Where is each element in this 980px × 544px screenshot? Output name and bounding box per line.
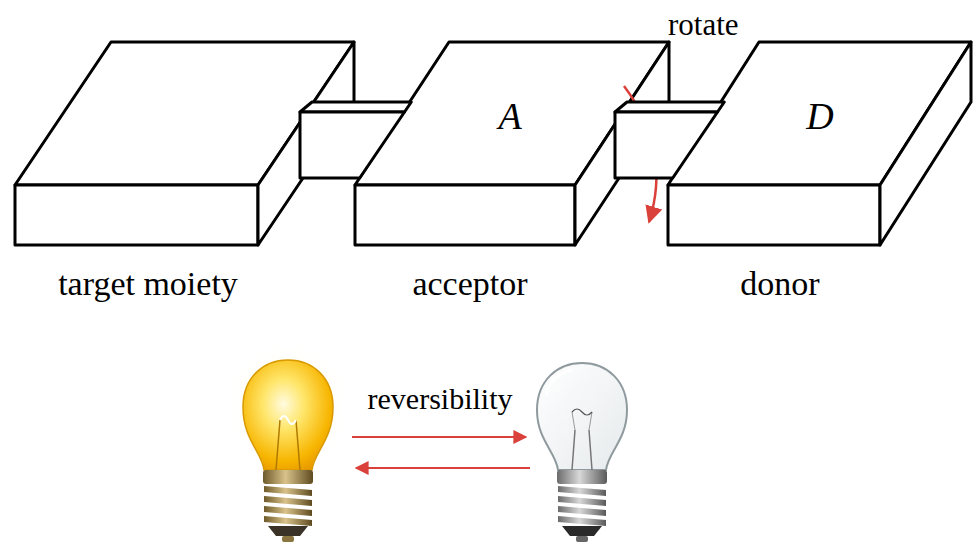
slab-outline bbox=[15, 40, 355, 250]
acceptor-slab: Aacceptor bbox=[355, 40, 670, 315]
rotate-label: rotate bbox=[668, 8, 739, 42]
donor-slab: Ddonor bbox=[668, 40, 972, 315]
slab-letter: A bbox=[498, 96, 521, 138]
target-slab: target moiety bbox=[15, 40, 355, 315]
slab-name: acceptor bbox=[412, 265, 527, 302]
slab-letter: D bbox=[806, 96, 833, 138]
unlit-bulb bbox=[537, 363, 627, 542]
lit-bulb bbox=[226, 343, 350, 542]
reversibility-label: reversibility bbox=[368, 382, 513, 415]
slab-outline bbox=[355, 40, 670, 250]
slab-outline bbox=[668, 40, 972, 250]
backward-arrow bbox=[356, 467, 530, 469]
slab-name: donor bbox=[740, 265, 819, 302]
slab-name: target moiety bbox=[58, 265, 238, 302]
forward-arrow bbox=[352, 436, 526, 438]
